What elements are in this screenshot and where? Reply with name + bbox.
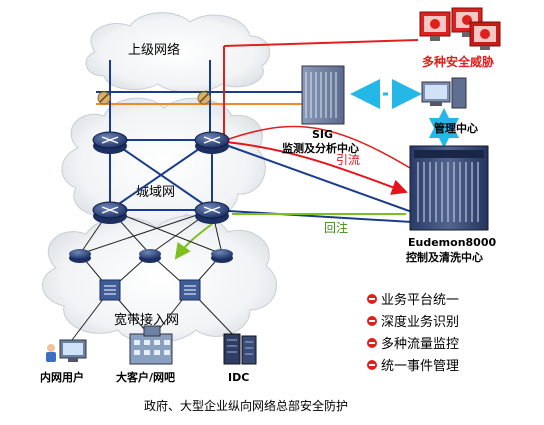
svg-text:深度业务识别: 深度业务识别 bbox=[381, 314, 459, 330]
idc-server-rack-icon bbox=[223, 333, 257, 365]
access-router-icon bbox=[69, 249, 91, 263]
threat-computer-icon bbox=[419, 11, 451, 41]
svg-text:业务平台统一: 业务平台统一 bbox=[381, 292, 459, 308]
switch-icon bbox=[179, 279, 201, 301]
router-icon bbox=[194, 201, 230, 224]
eudemon-name-label: Eudemon8000 bbox=[408, 236, 496, 249]
large-customer-building-icon bbox=[129, 325, 173, 365]
switch-icon bbox=[99, 279, 121, 301]
access-router-icon bbox=[139, 249, 161, 263]
eudemon-desc-label: 控制及清洗中心 bbox=[406, 250, 483, 264]
feature-item: 多种流量监控 bbox=[367, 336, 459, 352]
sig-chassis-icon bbox=[301, 65, 345, 125]
threats-label: 多种安全威胁 bbox=[422, 54, 494, 69]
svg-text:统一事件管理: 统一事件管理 bbox=[381, 359, 459, 374]
router-icon bbox=[92, 201, 128, 224]
svg-text:多种流量监控: 多种流量监控 bbox=[381, 336, 459, 352]
diagram-caption: 政府、大型企业纵向网络总部安全防护 bbox=[144, 398, 348, 413]
metro-network-cloud bbox=[61, 97, 266, 228]
sig-desc-label: 监测及分析中心 bbox=[282, 141, 359, 155]
feature-item: 深度业务识别 bbox=[367, 314, 459, 330]
router-icon bbox=[194, 131, 230, 154]
sig-name-label: SIG bbox=[312, 128, 333, 141]
uplink-firewall-icon bbox=[197, 91, 211, 105]
metro-network-label: 城域网 bbox=[136, 185, 175, 200]
reinjection-label: 回注 bbox=[324, 220, 348, 235]
metro-to-eudemon-links bbox=[211, 125, 413, 223]
feature-list: 业务平台统一 深度业务识别 多种流量监控 统一事件管理 bbox=[367, 292, 459, 374]
management-center-label: 管理中心 bbox=[434, 121, 478, 135]
idc-label: IDC bbox=[228, 371, 249, 384]
access-router-icon bbox=[211, 249, 233, 263]
large-customers-label: 大客户/网吧 bbox=[116, 370, 175, 384]
feature-item: 业务平台统一 bbox=[367, 292, 459, 308]
diversion-label: 引流 bbox=[336, 153, 360, 167]
management-server-icon bbox=[421, 77, 467, 109]
eudemon-chassis-icon bbox=[409, 145, 489, 231]
upper-network-label: 上级网络 bbox=[128, 42, 180, 58]
uplink-firewall-icon bbox=[97, 91, 111, 105]
router-icon bbox=[92, 131, 128, 154]
feature-item: 统一事件管理 bbox=[367, 359, 459, 374]
intranet-users-label: 内网用户 bbox=[40, 370, 84, 384]
threat-computer-icon bbox=[469, 21, 501, 50]
intranet-user-pc-icon bbox=[46, 339, 87, 362]
reinjection-arrow bbox=[174, 223, 213, 260]
